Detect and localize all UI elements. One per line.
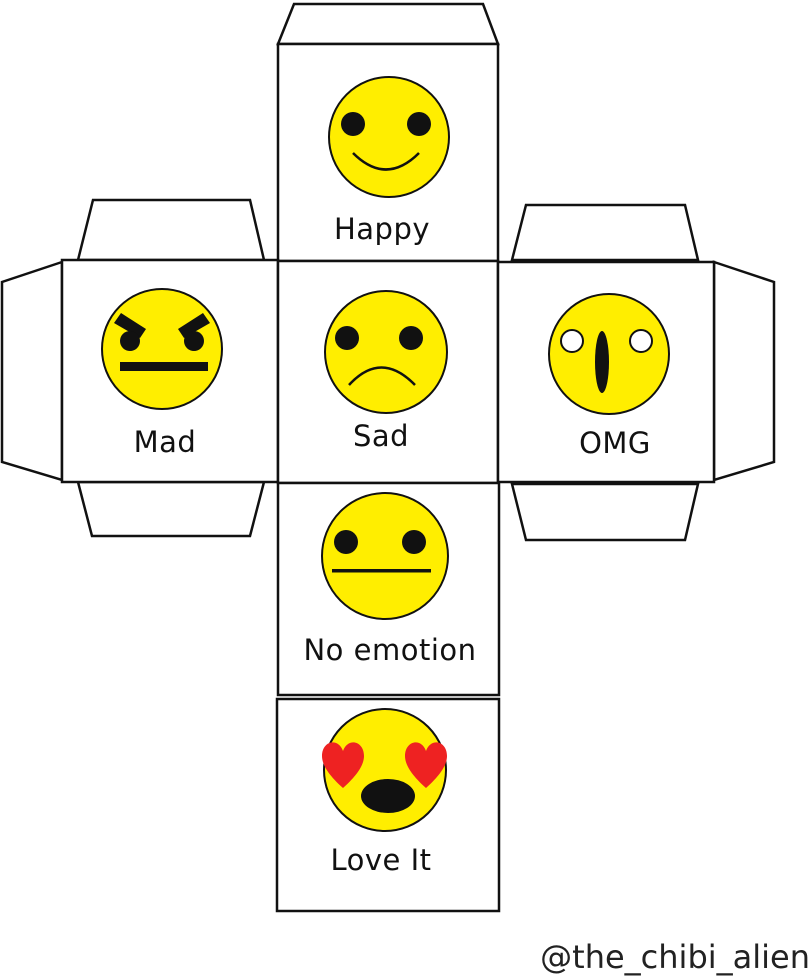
tab-left-side bbox=[0, 260, 64, 482]
tab-right-bottom bbox=[510, 482, 700, 542]
face-label-love-it: Love It bbox=[330, 843, 432, 877]
tab-left-top bbox=[76, 198, 266, 262]
face-label-no-emotion: No emotion bbox=[303, 633, 477, 667]
sad-emoji-icon bbox=[324, 290, 448, 414]
face-label-sad: Sad bbox=[352, 419, 410, 453]
love-it-emoji-icon bbox=[322, 708, 447, 832]
omg-emoji-icon bbox=[548, 293, 670, 415]
face-label-mad: Mad bbox=[133, 425, 197, 459]
face-label-happy: Happy bbox=[333, 212, 431, 246]
no-emotion-emoji-icon bbox=[321, 492, 449, 620]
author-credit: @the_chibi_alien bbox=[540, 938, 810, 976]
tab-left-bottom bbox=[76, 480, 266, 538]
tab-right-top bbox=[510, 203, 700, 262]
tab-top bbox=[276, 2, 500, 46]
mad-emoji-icon bbox=[101, 288, 223, 410]
face-label-omg: OMG bbox=[579, 426, 651, 460]
happy-emoji-icon bbox=[328, 76, 450, 198]
